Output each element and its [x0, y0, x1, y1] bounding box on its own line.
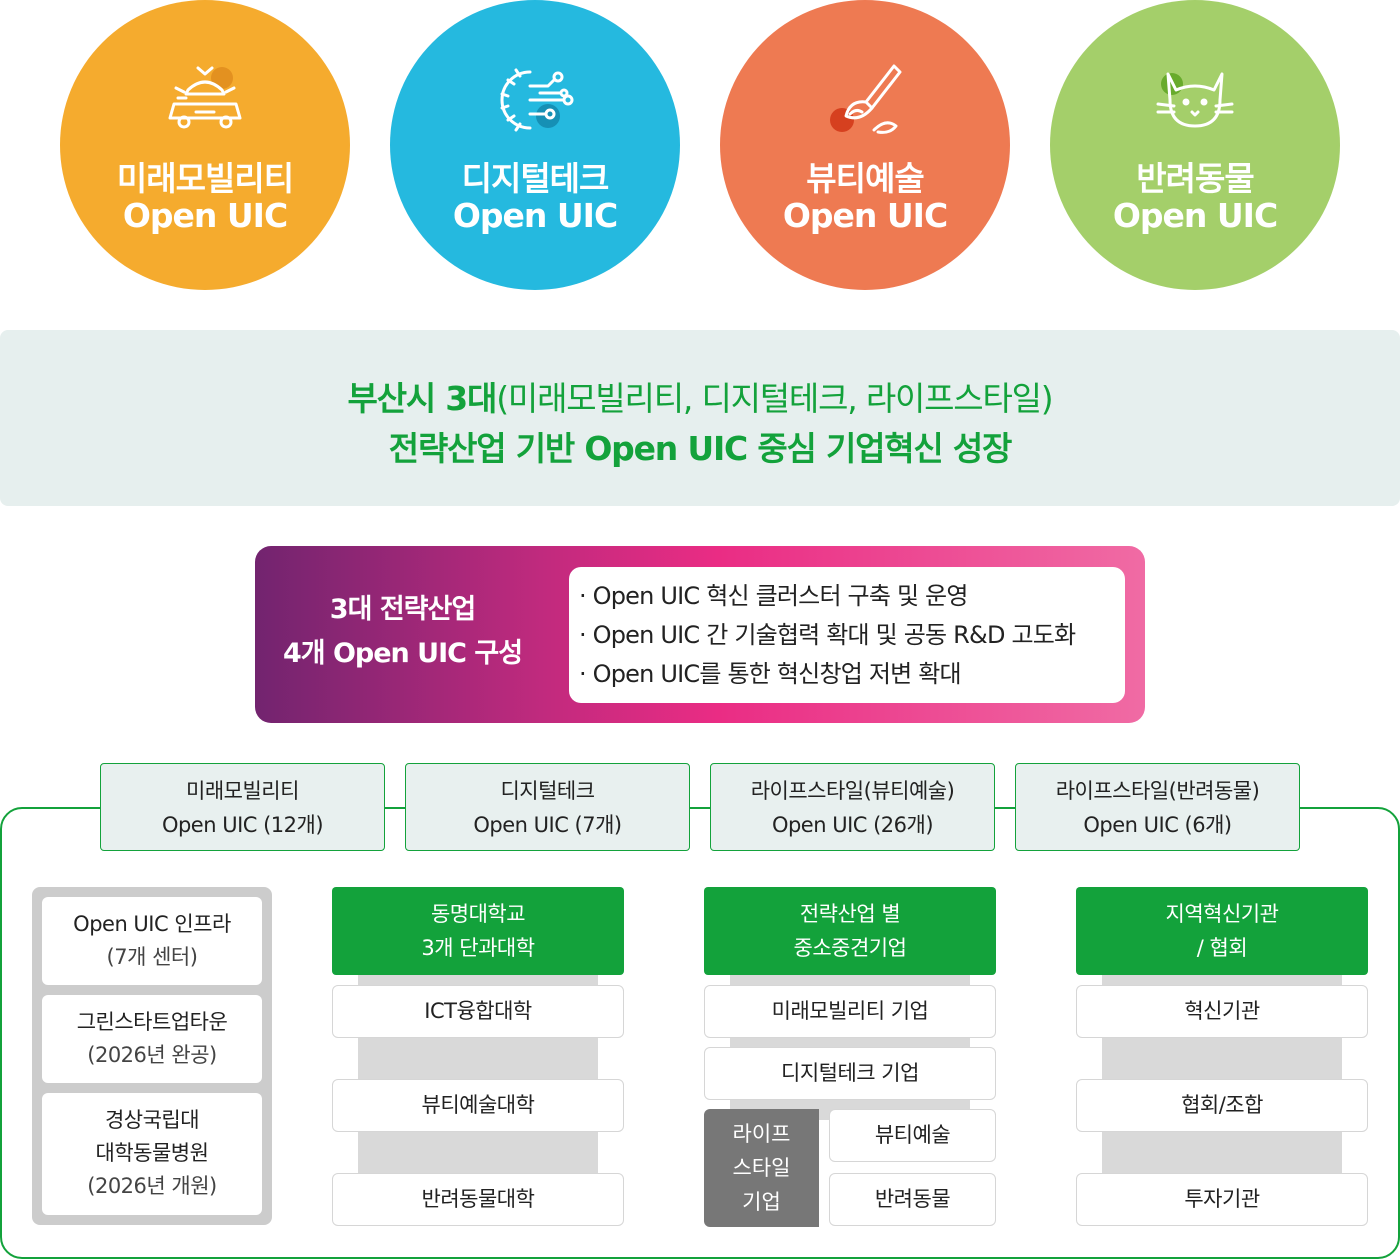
tab-lifestyle-pet: 라이프스타일(반려동물) Open UIC (6개) [1015, 763, 1300, 851]
infra-card: Open UIC 인프라 (7개 센터) [42, 897, 262, 985]
lifestyle-label-line1: 라이프 [732, 1122, 791, 1146]
strategy-bullet: · Open UIC를 통한 혁신창업 저변 확대 [579, 660, 962, 688]
circle-beauty: 뷰티예술 Open UIC [720, 0, 1010, 290]
lifestyle-item: 뷰티예술 [829, 1109, 996, 1162]
institution-item: 혁신기관 [1076, 985, 1368, 1038]
circle-pet: 반려동물 Open UIC [1050, 0, 1340, 290]
banner-line2: 전략산업 기반 Open UIC 중심 기업혁신 성장 [388, 429, 1013, 468]
circle-digital: 디지털테크 Open UIC [390, 0, 680, 290]
university-item: 반려동물대학 [332, 1173, 624, 1226]
university-item: 뷰티예술대학 [332, 1079, 624, 1132]
tab-line1: 미래모빌리티 [186, 779, 299, 803]
institution-item: 협회/조합 [1076, 1079, 1368, 1132]
strategy-title-line1: 3대 전략산업 [329, 594, 476, 625]
car-bell-icon [60, 60, 350, 140]
lifestyle-item: 반려동물 [829, 1173, 996, 1226]
circle-subtitle: Open UIC [782, 196, 948, 235]
infra-card-note: (2026년 개원) [87, 1174, 217, 1198]
institutions-head-line2: / 협회 [1196, 936, 1248, 960]
tab-digital: 디지털테크 Open UIC (7개) [405, 763, 690, 851]
university-head-line2: 3개 단과대학 [421, 936, 535, 960]
companies-head-line1: 전략산업 별 [799, 902, 901, 926]
company-item: 디지털테크 기업 [704, 1047, 996, 1100]
strategy-bullet: · Open UIC 간 기술협력 확대 및 공동 R&D 고도화 [579, 621, 1076, 649]
companies-head-line2: 중소중견기업 [793, 936, 907, 960]
circle-mobility: 미래모빌리티 Open UIC [60, 0, 350, 290]
infra-card-note: (2026년 완공) [87, 1043, 217, 1067]
strategy-bullet: · Open UIC 혁신 클러스터 구축 및 운영 [579, 582, 968, 610]
circle-title: 뷰티예술 [806, 159, 924, 198]
infra-card-note: (7개 센터) [106, 945, 198, 969]
ecosystem-frame [0, 807, 1400, 1259]
company-item: 미래모빌리티 기업 [704, 985, 996, 1038]
banner-line1-bold: 부산시 3대 [347, 379, 498, 418]
strategy-bullets: · Open UIC 혁신 클러스터 구축 및 운영 · Open UIC 간 … [569, 567, 1125, 703]
institutions-head: 지역혁신기관 / 협회 [1076, 887, 1368, 975]
companies-head: 전략산업 별 중소중견기업 [704, 887, 996, 975]
tab-line1: 디지털테크 [500, 779, 595, 803]
university-item: ICT융합대학 [332, 985, 624, 1038]
circle-title: 디지털테크 [461, 159, 610, 198]
infra-card: 그린스타트업타운 (2026년 완공) [42, 995, 262, 1083]
university-head-line1: 동명대학교 [430, 902, 526, 926]
circle-title: 미래모빌리티 [116, 159, 294, 198]
university-head: 동명대학교 3개 단과대학 [332, 887, 624, 975]
infra-card-title: 경상국립대 [104, 1108, 200, 1132]
lifestyle-company-label: 라이프 스타일 기업 [704, 1109, 819, 1227]
circle-subtitle: Open UIC [452, 196, 618, 235]
strategy-box: 3대 전략산업 4개 Open UIC 구성 · Open UIC 혁신 클러스… [255, 546, 1145, 723]
tab-mobility: 미래모빌리티 Open UIC (12개) [100, 763, 385, 851]
lifestyle-label-line2: 스타일 [732, 1156, 791, 1180]
brush-icon [720, 60, 1010, 140]
tab-line2: Open UIC (12개) [161, 813, 324, 837]
infra-card: 경상국립대 대학동물병원 (2026년 개원) [42, 1093, 262, 1215]
infra-card-title-2: 대학동물병원 [95, 1141, 209, 1165]
tab-line2: Open UIC (6개) [1083, 813, 1232, 837]
circle-subtitle: Open UIC [122, 196, 288, 235]
circle-subtitle: Open UIC [1112, 196, 1278, 235]
cat-icon [1050, 60, 1340, 140]
lifestyle-label-line3: 기업 [742, 1190, 781, 1214]
vision-banner: 부산시 3대(미래모빌리티, 디지털테크, 라이프스타일) 전략산업 기반 Op… [0, 330, 1400, 506]
banner-line1: 부산시 3대(미래모빌리티, 디지털테크, 라이프스타일) [0, 372, 1400, 420]
infra-card-title: Open UIC 인프라 [73, 912, 231, 936]
infra-card-title: 그린스타트업타운 [76, 1010, 228, 1034]
institution-item: 투자기관 [1076, 1173, 1368, 1226]
tab-line2: Open UIC (7개) [473, 813, 622, 837]
banner-line1-rest: (미래모빌리티, 디지털테크, 라이프스타일) [496, 379, 1053, 418]
circle-title: 반려동물 [1136, 159, 1254, 198]
tab-line2: Open UIC (26개) [771, 813, 934, 837]
strategy-title: 3대 전략산업 4개 Open UIC 구성 [255, 588, 550, 676]
tab-line1: 라이프스타일(뷰티예술) [750, 779, 955, 803]
infra-panel: Open UIC 인프라 (7개 센터) 그린스타트업타운 (2026년 완공)… [32, 887, 272, 1225]
strategy-title-line2: 4개 Open UIC 구성 [282, 638, 523, 669]
digital-gear-icon [390, 60, 680, 140]
institutions-head-line1: 지역혁신기관 [1165, 902, 1279, 926]
tab-lifestyle-beauty: 라이프스타일(뷰티예술) Open UIC (26개) [710, 763, 995, 851]
tab-line1: 라이프스타일(반려동물) [1055, 779, 1260, 803]
